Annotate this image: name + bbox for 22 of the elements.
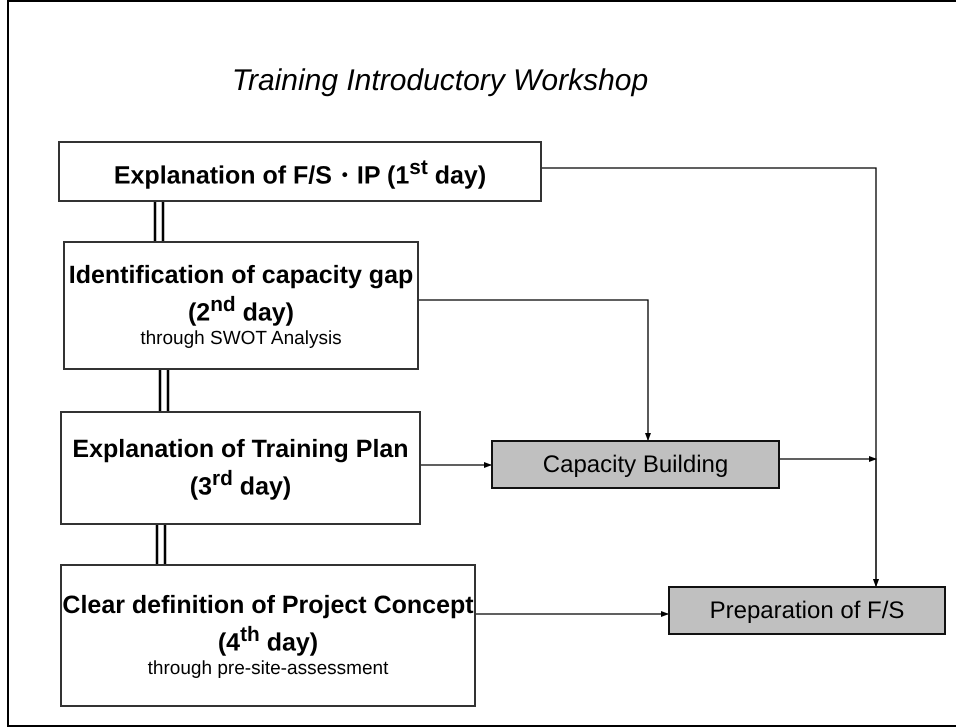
box-heading: Preparation of F/S — [710, 596, 904, 624]
process-box — [63, 241, 419, 370]
arrow — [476, 611, 669, 617]
result-box — [668, 586, 946, 635]
box-heading: Clear definition of Project Concept (4$^{th}$ day) — [62, 590, 474, 658]
box-heading: Explanation of F/S・IP (1$^{st}$ day) — [114, 154, 486, 190]
process-box — [60, 411, 421, 525]
arrow — [780, 456, 879, 587]
process-box — [58, 141, 542, 202]
box-note: through SWOT Analysis — [140, 327, 342, 352]
result-box — [491, 440, 780, 489]
double-line — [154, 200, 164, 242]
arrow — [419, 299, 651, 441]
process-box — [60, 564, 476, 707]
box-heading: Identification of capacity gap (2$^{nd}$ day) — [68, 260, 414, 328]
arrow — [421, 462, 492, 468]
box-note: through pre-site-assessment — [148, 657, 388, 682]
box-heading: Capacity Building — [542, 450, 728, 478]
double-line — [158, 368, 170, 412]
title: Training Introductory Workshop — [230, 64, 650, 98]
box-heading: Explanation of Training Plan (3$^{rd}$ day) — [71, 434, 410, 502]
double-line — [156, 524, 166, 566]
